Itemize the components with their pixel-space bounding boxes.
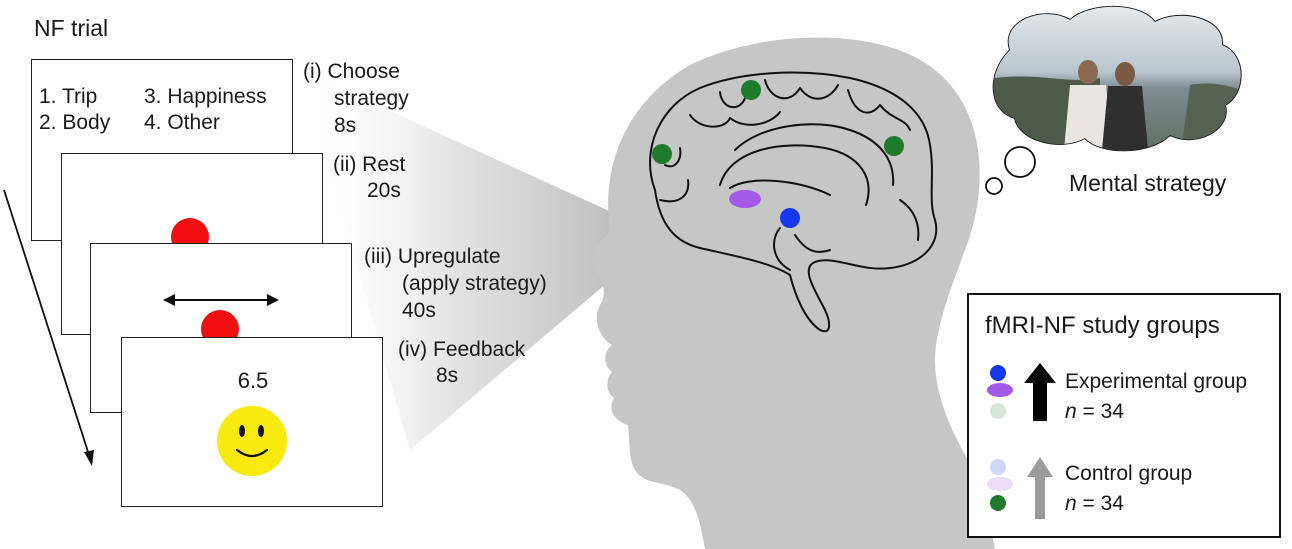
step-ii-line2: 20s bbox=[367, 179, 401, 202]
smiley-face-icon bbox=[217, 406, 287, 476]
feedback-score: 6.5 bbox=[237, 368, 269, 393]
roi-green-back bbox=[884, 136, 904, 156]
control-n: n = 34 bbox=[1065, 491, 1124, 517]
thought-cloud bbox=[992, 5, 1242, 152]
control-purple-marker bbox=[987, 477, 1013, 491]
strategy-item-2: 2. Body bbox=[39, 111, 111, 134]
step-ii-line1: (ii) Rest bbox=[333, 153, 406, 176]
roi-green-top bbox=[741, 80, 761, 100]
screen-feedback: 6.5 bbox=[121, 337, 383, 507]
strategy-item-4: 4. Other bbox=[144, 111, 220, 134]
control-up-arrow-icon bbox=[1027, 457, 1053, 519]
step-i-line2: strategy bbox=[334, 87, 409, 110]
step-iii-line2: (apply strategy) bbox=[402, 272, 547, 295]
step-iv-line2: 8s bbox=[436, 364, 459, 387]
nf-trial-title: NF trial bbox=[34, 15, 109, 41]
experimental-label: Experimental group bbox=[1065, 370, 1248, 393]
experimental-n: n = 34 bbox=[1065, 399, 1124, 425]
experimental-green-marker bbox=[990, 403, 1006, 419]
roi-green-front bbox=[652, 144, 672, 164]
experimental-n-value: = 34 bbox=[1076, 400, 1124, 423]
control-label: Control group bbox=[1065, 462, 1193, 485]
control-n-italic: n bbox=[1065, 492, 1077, 515]
roi-purple-mid bbox=[729, 190, 761, 208]
brain-outline bbox=[649, 71, 938, 333]
photo-in-cloud bbox=[993, 6, 1241, 151]
time-arrow bbox=[3, 189, 91, 459]
roi-blue-mid bbox=[780, 208, 800, 228]
control-blue-marker bbox=[990, 459, 1006, 475]
step-i-line3: 8s bbox=[334, 114, 357, 137]
strategy-item-1: 1. Trip bbox=[39, 85, 98, 108]
study-groups-legend: fMRI-NF study groups Experimental group … bbox=[967, 293, 1281, 538]
head-silhouette bbox=[592, 37, 995, 549]
experimental-up-arrow-icon bbox=[1024, 363, 1056, 421]
time-arrow-head bbox=[84, 450, 94, 466]
projection-cone bbox=[300, 70, 640, 450]
mental-strategy-label: Mental strategy bbox=[1069, 170, 1227, 196]
thought-bubble-medium bbox=[1004, 146, 1036, 178]
strategy-item-3: 3. Happiness bbox=[144, 85, 267, 108]
experimental-blue-marker bbox=[990, 365, 1006, 381]
control-green-marker bbox=[990, 495, 1006, 511]
legend-title: fMRI-NF study groups bbox=[985, 312, 1220, 339]
double-arrow-icon bbox=[163, 294, 279, 306]
control-n-value: = 34 bbox=[1076, 492, 1124, 515]
thought-bubble-small bbox=[985, 177, 1003, 195]
experimental-n-italic: n bbox=[1065, 400, 1077, 423]
step-iii-line3: 40s bbox=[402, 299, 436, 322]
experimental-purple-marker bbox=[987, 383, 1013, 397]
step-iii-line1: (iii) Upregulate bbox=[364, 245, 501, 268]
step-iv-line1: (iv) Feedback bbox=[398, 338, 526, 361]
step-i-line1: (i) Choose bbox=[303, 60, 400, 83]
